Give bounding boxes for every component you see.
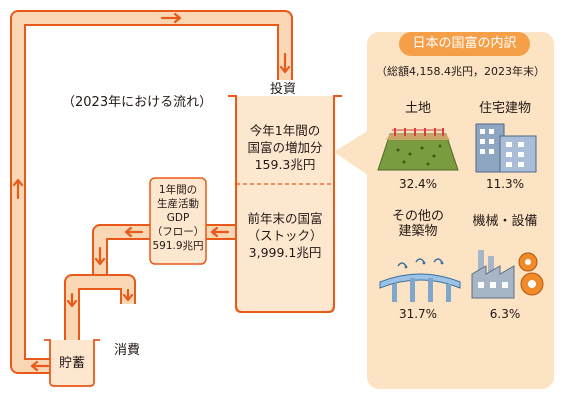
- gdp-line-3: GDP: [166, 212, 190, 224]
- arrow-left-bottom: [30, 360, 50, 372]
- item-machinery-label: 機械・設備: [472, 214, 538, 229]
- item-structures-label-2: 建築物: [398, 224, 438, 239]
- item-structures-value: 31.7%: [398, 307, 438, 321]
- arrow-left-side-up: [12, 178, 24, 200]
- item-machinery-value: 6.3%: [489, 307, 521, 321]
- item-land-label: 土地: [404, 101, 431, 116]
- savings-label: 貯蓄: [58, 356, 85, 371]
- land-icon: [377, 128, 459, 171]
- gdp-line-2: 生産活動: [157, 198, 199, 210]
- gdp-line-1: 1年間の: [158, 184, 198, 196]
- breakdown-subtitle: （総額4,158.4兆円，2023年末）: [376, 65, 545, 78]
- tank-prior-line-2: （ストック）: [247, 228, 323, 243]
- arrow-down-investment: [279, 52, 291, 74]
- arrow-down-savings: [66, 292, 78, 308]
- factory-icon: [471, 250, 544, 299]
- highway-icon: [379, 258, 461, 302]
- tank-increase-line-1: 今年1年間の: [249, 123, 321, 138]
- item-buildings-value: 11.3%: [485, 177, 525, 191]
- gdp-value: 591.9兆円: [152, 240, 204, 252]
- item-buildings-label: 住宅建物: [478, 101, 531, 116]
- investment-label: 投資: [270, 82, 297, 97]
- gdp-line-4: （フロー）: [151, 226, 205, 238]
- diagram-title: （2023年における流れ）: [62, 95, 213, 110]
- arrow-left-into-gdp: [210, 226, 230, 238]
- tank-prior-value: 3,999.1兆円: [248, 245, 322, 260]
- tank-increase-value: 159.3兆円: [254, 157, 316, 172]
- item-land-value: 32.4%: [398, 177, 438, 191]
- arrow-down-consumption: [122, 288, 134, 302]
- gdp-box: [149, 177, 207, 265]
- callout-pointer: [334, 128, 372, 178]
- breakdown-panel: [367, 32, 554, 389]
- consumption-label: 消費: [114, 343, 141, 358]
- arrow-down-split: [94, 246, 106, 266]
- item-structures-label-1: その他の: [391, 209, 444, 224]
- arrow-top-right: [160, 12, 182, 24]
- breakdown-title: 日本の国富の内訳: [399, 32, 530, 56]
- arrow-left-from-gdp: [124, 226, 144, 238]
- tank-prior-line-1: 前年末の国富: [247, 211, 323, 226]
- tank-increase-line-2: 国富の増加分: [247, 140, 323, 155]
- buildings-icon: [475, 123, 537, 173]
